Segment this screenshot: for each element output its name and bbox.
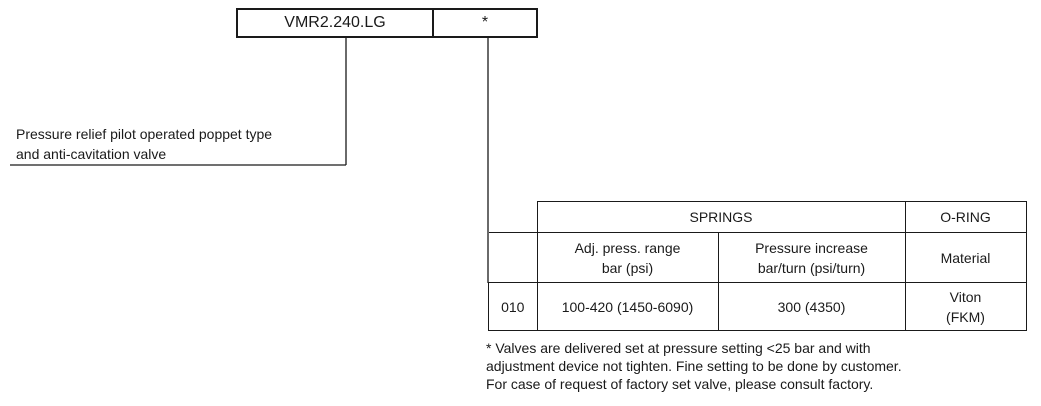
adj-range-header: Adj. press. range bar (psi) bbox=[536, 232, 719, 283]
footnote-line-3: For case of request of factory set valve… bbox=[486, 376, 874, 392]
spring-code-cell: 010 bbox=[488, 282, 538, 331]
ordering-code-box: VMR2.240.LG * bbox=[236, 8, 538, 38]
material-line-1: Viton bbox=[949, 288, 982, 305]
adj-range-header-line-2: bar (psi) bbox=[601, 259, 654, 276]
footnote-line-2: adjustment device not tighten. Fine sett… bbox=[486, 358, 902, 374]
material-line-2: (FKM) bbox=[946, 308, 985, 325]
option-code: * bbox=[481, 14, 489, 31]
material-cell: Viton (FKM) bbox=[904, 282, 1027, 331]
adj-range-header-line-1: Adj. press. range bbox=[574, 239, 681, 256]
table-row: 010 100-420 (1450-6090) 300 (4350) Viton… bbox=[488, 282, 1027, 331]
description-line-2: and anti-cavitation valve bbox=[16, 146, 167, 162]
increase-cell: 300 (4350) bbox=[717, 282, 906, 331]
description-line-1: Pressure relief pilot operated poppet ty… bbox=[16, 126, 273, 142]
table-column-header-row: Adj. press. range bar (psi) Pressure inc… bbox=[488, 232, 1027, 283]
table-group-header-row: SPRINGS O-RING bbox=[488, 201, 1027, 233]
spring-options-table: SPRINGS O-RING Adj. press. range bar (ps… bbox=[488, 201, 1027, 331]
range-cell: 100-420 (1450-6090) bbox=[536, 282, 719, 331]
pressure-increase-header-line-1: Pressure increase bbox=[755, 239, 868, 256]
o-ring-header: O-RING bbox=[904, 201, 1027, 233]
empty-side-cell bbox=[488, 232, 538, 283]
empty-corner-cell bbox=[488, 201, 538, 233]
springs-header: SPRINGS bbox=[536, 201, 906, 233]
footnote: * Valves are delivered set at pressure s… bbox=[486, 339, 902, 393]
model-description: Pressure relief pilot operated poppet ty… bbox=[16, 124, 272, 164]
model-code: VMR2.240.LG bbox=[238, 10, 434, 36]
pressure-increase-header: Pressure increase bar/turn (psi/turn) bbox=[717, 232, 906, 283]
footnote-line-1: * Valves are delivered set at pressure s… bbox=[486, 340, 871, 356]
pressure-increase-header-line-2: bar/turn (psi/turn) bbox=[757, 259, 866, 276]
material-header: Material bbox=[904, 232, 1027, 283]
